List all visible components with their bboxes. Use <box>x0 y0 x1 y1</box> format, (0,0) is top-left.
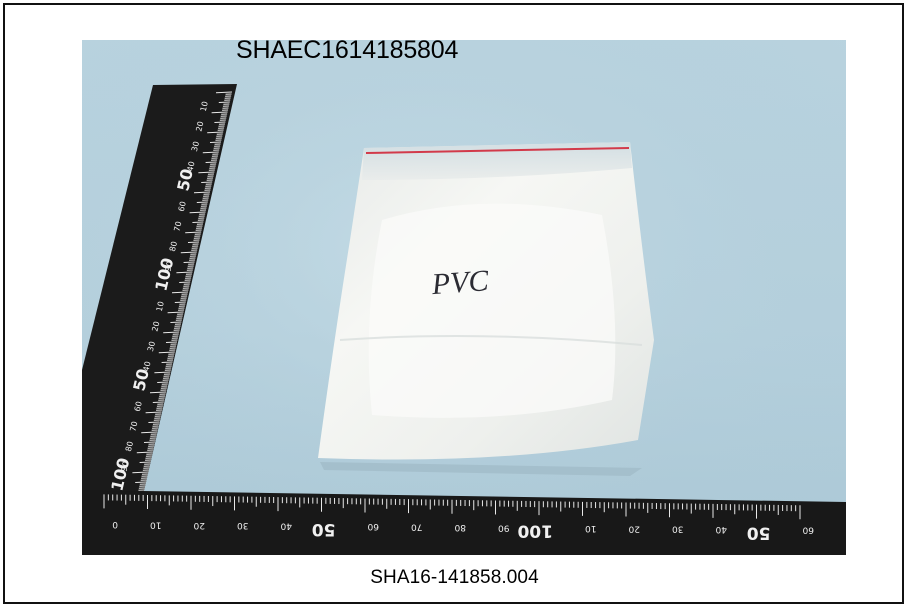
vertical-ruler-ticks: 1020304050607080901001020304050607080901… <box>107 91 233 494</box>
powder-highlight <box>368 203 616 418</box>
vertical-ruler-tick <box>148 421 160 424</box>
vertical-ruler-label: 20 <box>150 320 161 332</box>
bag-label: PVC <box>430 264 491 301</box>
vertical-ruler-tick <box>139 461 151 464</box>
vertical-ruler-tick <box>158 351 175 354</box>
sample-id: SHAEC1614185804 <box>236 36 459 64</box>
horizontal-ruler-label: 50 <box>312 519 336 539</box>
report-number: SHA16-141858.004 <box>370 567 539 588</box>
vertical-ruler-label: 30 <box>146 340 157 352</box>
vertical-ruler-label: 70 <box>172 220 183 232</box>
vertical-ruler: 1020304050607080901001020304050607080901… <box>82 84 237 502</box>
horizontal-ruler-label: 50 <box>747 522 771 542</box>
vertical-ruler-tick <box>193 191 211 194</box>
vertical-ruler-tick <box>171 291 189 294</box>
horizontal-ruler-label: 20 <box>628 523 640 533</box>
horizontal-ruler-label: 40 <box>280 521 292 531</box>
horizontal-ruler-label: 0 <box>112 519 118 529</box>
vertical-ruler-label: 50 <box>173 167 197 193</box>
horizontal-ruler-label: 30 <box>672 524 684 534</box>
vertical-ruler-label: 10 <box>155 300 166 312</box>
vertical-ruler-tick <box>187 241 200 244</box>
vertical-ruler-tick <box>214 121 226 124</box>
vertical-ruler-tick <box>215 91 233 94</box>
vertical-ruler-tick <box>196 201 208 204</box>
zip-seal <box>365 147 630 154</box>
vertical-ruler-tick <box>205 161 217 164</box>
horizontal-ruler-label: 10 <box>585 523 597 533</box>
vertical-ruler-label: 40 <box>142 360 153 372</box>
horizontal-ruler-label: 10 <box>150 520 162 530</box>
vertical-ruler-tick <box>163 331 180 334</box>
vertical-ruler-label: 60 <box>177 200 188 212</box>
vertical-ruler-label: 80 <box>124 440 135 452</box>
vertical-ruler-label: 50 <box>129 367 153 393</box>
horizontal-ruler-label: 40 <box>715 524 727 534</box>
vertical-ruler-tick <box>143 441 156 444</box>
horizontal-ruler-label: 20 <box>193 520 205 530</box>
vertical-ruler-label: 80 <box>168 240 179 252</box>
vertical-ruler-tick <box>209 141 222 144</box>
vertical-ruler-tick <box>180 251 197 254</box>
horizontal-ruler-label: 30 <box>237 520 249 530</box>
vertical-ruler-tick <box>174 301 186 304</box>
sample-bag <box>318 142 654 476</box>
vertical-ruler-tick <box>157 381 169 384</box>
vertical-ruler-label: 90 <box>120 460 131 472</box>
vertical-ruler-tick <box>176 271 193 274</box>
vertical-ruler-tick <box>183 261 195 264</box>
horizontal-ruler-label: 60 <box>367 521 379 531</box>
horizontal-ruler-label: 80 <box>454 522 466 532</box>
vertical-ruler-tick <box>179 281 191 284</box>
horizontal-ruler-label: 60 <box>802 525 814 535</box>
vertical-ruler-tick <box>207 131 224 134</box>
vertical-ruler-label: 30 <box>190 140 201 152</box>
horizontal-ruler-label: 100 <box>517 521 553 541</box>
vertical-ruler-tick <box>218 101 230 104</box>
vertical-ruler-label: 40 <box>186 160 197 172</box>
vertical-ruler-tick <box>185 231 202 234</box>
vertical-ruler-label: 20 <box>194 120 205 132</box>
vertical-ruler-tick <box>152 401 164 404</box>
bag-fold <box>339 335 643 346</box>
vertical-ruler-label: 90 <box>164 260 175 272</box>
vertical-ruler-tick <box>135 481 147 484</box>
photo-scene: 1020304050607080901001020304050607080901… <box>82 40 846 555</box>
vertical-ruler-tick <box>145 411 162 414</box>
horizontal-ruler-ticks: 0 10 20 30 40 50 60 70 80 90 100 10 20 30 40 50 60 <box>103 494 814 542</box>
vertical-ruler-tick <box>202 151 219 154</box>
vertical-ruler-tick <box>211 111 228 114</box>
vertical-ruler-body <box>82 84 237 502</box>
bag-shadow <box>320 462 642 476</box>
vertical-ruler-tick <box>165 341 178 344</box>
horizontal-ruler-label: 70 <box>411 522 423 532</box>
vertical-ruler-tick <box>192 221 204 224</box>
vertical-ruler-tick <box>149 391 167 394</box>
vertical-ruler-tick <box>141 431 158 434</box>
horizontal-ruler: 0 10 20 30 40 50 60 70 80 90 100 10 20 30 40 50 60 <box>82 490 846 555</box>
horizontal-ruler-body <box>82 490 846 555</box>
vertical-ruler-tick <box>189 211 206 214</box>
vertical-ruler-label: 10 <box>199 100 210 112</box>
vertical-ruler-tick <box>167 311 184 314</box>
vertical-ruler-tick <box>136 451 153 454</box>
vertical-ruler-label: 60 <box>133 400 144 412</box>
vertical-ruler-tick <box>201 181 213 184</box>
horizontal-ruler-label: 90 <box>498 522 510 532</box>
vertical-ruler-tick <box>154 371 171 374</box>
vertical-ruler-tick <box>198 171 215 174</box>
vertical-ruler-tick <box>161 361 173 364</box>
vertical-ruler-tick <box>170 321 182 324</box>
vertical-ruler-tick <box>132 471 149 474</box>
vertical-ruler-label: 70 <box>128 420 139 432</box>
